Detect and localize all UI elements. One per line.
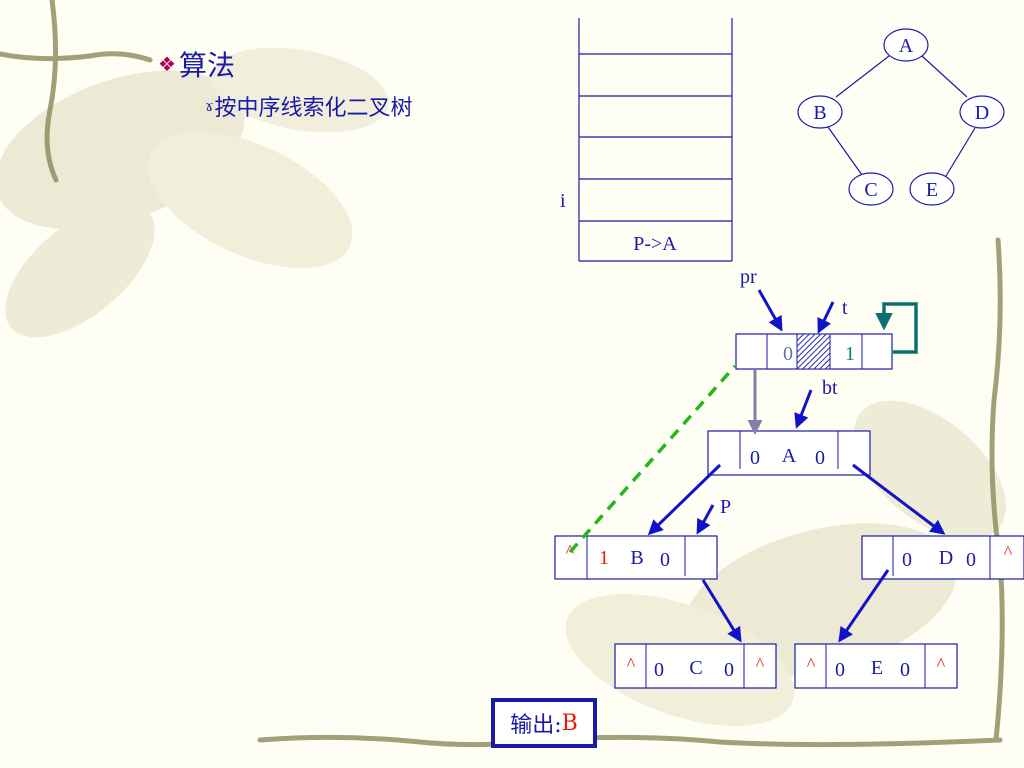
node-c-rtag: 0	[724, 659, 734, 681]
leaf-shape	[5, 202, 155, 338]
bt-arrow	[794, 389, 813, 429]
pointer-label-t: t	[842, 297, 848, 319]
heading-bullet: ❖ 算法	[158, 44, 235, 84]
node-a-ltag: 0	[750, 447, 760, 469]
node-a-rtag: 0	[815, 447, 825, 469]
subheading-text: 按中序线索化二叉树	[214, 96, 413, 121]
tree-node-e	[909, 172, 955, 206]
thread-b-to-head-dashed	[568, 364, 737, 554]
heading-text: 算法	[178, 49, 235, 82]
node-c: ^ 0 C 0 ^	[614, 643, 777, 689]
tree-edge	[921, 55, 968, 98]
head-node: 0 1	[735, 333, 893, 370]
tree-node-c	[848, 172, 894, 206]
stack-bottom-cell: P->A	[633, 233, 677, 255]
tree-node-b-label: B	[813, 102, 826, 124]
tree-edge	[835, 55, 890, 98]
node-e-lchild: ^	[807, 654, 816, 674]
node-b-box	[554, 535, 718, 580]
leaf-shape	[0, 70, 245, 230]
small-tree: A B D C E	[797, 28, 1005, 206]
node-c-rchild: ^	[756, 654, 765, 674]
node-a: 0 A 0	[707, 430, 871, 476]
head-rtag: 1	[845, 343, 855, 365]
pointer-label-bt: bt	[822, 377, 838, 399]
node-d-ltag: 0	[902, 549, 912, 571]
head-node-data-hatched	[796, 333, 831, 370]
tree-node-a-label: A	[899, 35, 914, 57]
node-e-rchild: ^	[937, 654, 946, 674]
leaf-shape	[853, 400, 1007, 540]
subheading-bullet: ɤ 按中序线索化二叉树	[205, 90, 412, 122]
node-e: ^ 0 E 0 ^	[794, 643, 958, 689]
stack	[578, 18, 733, 262]
output-label: 输出:	[510, 713, 562, 738]
tree-node-d-label: D	[975, 102, 989, 124]
tree-node-c-label: C	[864, 179, 877, 201]
tree-edge	[945, 127, 976, 177]
output-value: B	[561, 710, 578, 736]
p-arrow	[696, 504, 715, 535]
node-c-data: C	[689, 657, 702, 679]
head-ltag: 0	[783, 343, 793, 365]
node-d-box	[861, 535, 1024, 580]
node-b-ltag: 1	[599, 547, 609, 569]
node-d: 0 D 0 ^	[861, 535, 1024, 580]
diamond-bullet-icon: ❖	[158, 52, 176, 76]
node-d-rchild: ^	[1004, 542, 1013, 562]
node-e-box	[794, 643, 958, 689]
node-d-data: D	[939, 547, 953, 569]
t-arrow	[817, 301, 835, 334]
node-b: ^ 1 B 0	[554, 535, 718, 580]
output-box: 输出: B	[491, 698, 597, 748]
swirl-bullet-icon: ɤ	[205, 97, 214, 115]
node-c-lchild: ^	[627, 654, 636, 674]
head-self-loop-arrow	[875, 302, 918, 354]
pointer-label-p: P	[720, 496, 731, 518]
node-d-rtag: 0	[966, 549, 976, 571]
pointer-label-pr: pr	[740, 266, 757, 288]
pr-arrow	[757, 289, 783, 332]
b-to-c-arrow	[701, 579, 742, 643]
tree-node-b	[797, 95, 843, 129]
node-b-data: B	[630, 547, 643, 569]
a-to-d-arrow	[852, 463, 946, 535]
vine-left	[44, 0, 59, 183]
node-a-data: A	[782, 445, 797, 467]
node-c-box	[614, 643, 777, 689]
a-to-b-arrow	[647, 463, 722, 536]
node-c-ltag: 0	[654, 659, 664, 681]
leaf-shape	[147, 131, 353, 269]
node-e-data: E	[871, 657, 883, 679]
vine-top	[0, 51, 153, 63]
node-a-box	[707, 430, 871, 476]
tree-node-a	[883, 28, 929, 62]
node-e-rtag: 0	[900, 659, 910, 681]
tree-node-e-label: E	[926, 179, 938, 201]
leaf-shape	[211, 47, 389, 133]
stack-pointer-label: i	[560, 190, 566, 212]
tree-node-d	[959, 95, 1005, 129]
node-e-ltag: 0	[835, 659, 845, 681]
vine-right	[989, 237, 1005, 743]
tree-edge	[827, 126, 863, 176]
d-to-e-arrow	[838, 569, 890, 643]
node-b-rtag: 0	[660, 549, 670, 571]
